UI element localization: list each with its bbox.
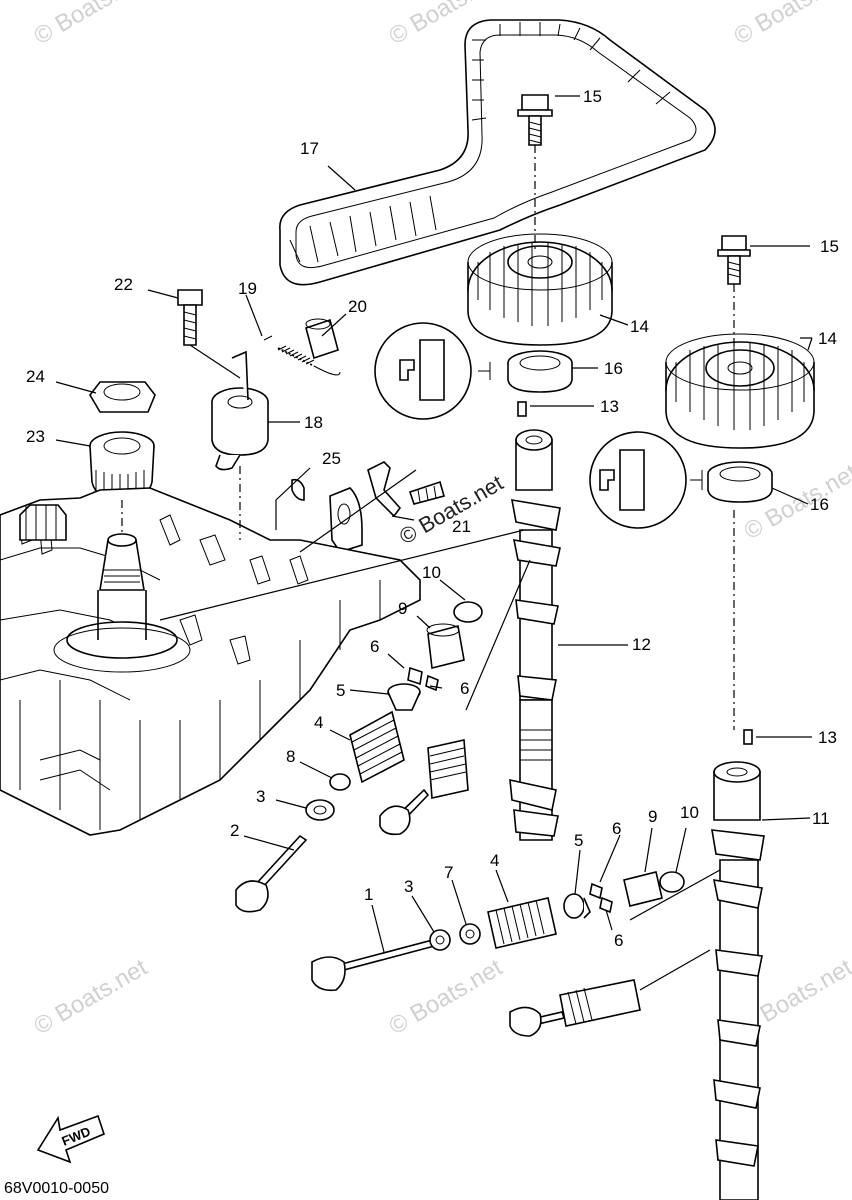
tappet-left xyxy=(426,601,483,669)
callout-9: 9 xyxy=(648,807,657,826)
callout-13: 13 xyxy=(818,728,837,747)
callout-10: 10 xyxy=(422,563,441,582)
callout-8: 8 xyxy=(286,747,295,766)
tensioner-spring xyxy=(263,335,341,376)
valve-retainer-lower xyxy=(563,893,591,919)
callout-18: 18 xyxy=(304,413,323,432)
callout-16: 16 xyxy=(810,495,829,514)
valve-cotters-lower xyxy=(589,882,613,914)
callout-4: 4 xyxy=(314,713,323,732)
cam-sprocket-left xyxy=(467,233,613,346)
callout-7: 7 xyxy=(444,863,453,882)
callout-1: 1 xyxy=(364,885,373,904)
forward-arrow-icon: FWD xyxy=(36,1114,105,1164)
callout-14: 14 xyxy=(630,317,649,336)
crankshaft-end xyxy=(53,533,191,673)
callout-6: 6 xyxy=(460,679,469,698)
watermark: © Boats.net xyxy=(30,0,153,50)
exhaust-valve xyxy=(235,834,308,913)
belt-tensioner xyxy=(211,350,269,471)
stopper-bracket xyxy=(367,461,445,518)
callout-12: 12 xyxy=(632,635,651,654)
valve-assembly-left xyxy=(379,739,469,836)
callout-9: 9 xyxy=(398,599,407,618)
callout-24: 24 xyxy=(26,367,45,386)
callout-6: 6 xyxy=(614,931,623,950)
callout-2: 2 xyxy=(230,821,239,840)
cam-sprocket-right xyxy=(665,333,815,449)
oil-seal-left xyxy=(374,322,573,420)
callout-10: 10 xyxy=(680,803,699,822)
valve-seat-lower xyxy=(429,929,451,951)
callout-6: 6 xyxy=(370,637,379,656)
camshaft-upper xyxy=(509,429,561,841)
small-gear xyxy=(19,504,67,541)
callout-3: 3 xyxy=(256,787,265,806)
tensioner-collar xyxy=(305,318,339,360)
callout-17: 17 xyxy=(300,139,319,158)
callout-6: 6 xyxy=(612,819,621,838)
callout-25: 25 xyxy=(322,449,341,468)
callout-3: 3 xyxy=(404,877,413,896)
bolt-upper-left xyxy=(517,94,553,146)
callout-19: 19 xyxy=(238,279,257,298)
callout-labels: 15 15 17 14 14 16 16 13 13 12 11 22 19 2… xyxy=(26,87,839,950)
intake-valve xyxy=(311,937,444,992)
oil-seal-right xyxy=(589,431,773,529)
callout-22: 22 xyxy=(114,275,133,294)
flywheel-nut xyxy=(89,381,156,413)
callout-15: 15 xyxy=(820,237,839,256)
valve-retainer-left xyxy=(387,666,439,711)
timing-belt xyxy=(279,19,716,286)
leader-lines xyxy=(55,95,813,991)
callout-20: 20 xyxy=(348,297,367,316)
bolt-upper-right xyxy=(717,235,751,285)
watermark: © Boats.net xyxy=(385,954,508,1040)
drive-pulley xyxy=(89,431,155,501)
valve-spring-lower xyxy=(487,897,557,949)
callout-4: 4 xyxy=(490,851,499,870)
callout-15: 15 xyxy=(583,87,602,106)
callout-13: 13 xyxy=(600,397,619,416)
camshaft-lower xyxy=(711,761,765,1200)
watermark: © Boats.net xyxy=(730,0,852,50)
tappet-lower xyxy=(623,871,685,907)
callout-5: 5 xyxy=(336,681,345,700)
callout-11: 11 xyxy=(812,809,830,828)
valve-assembly-lower xyxy=(509,979,641,1037)
callout-16: 16 xyxy=(604,359,623,378)
valve-stem-seal-left xyxy=(329,773,351,791)
drawing-code: 68V0010-0050 xyxy=(4,1180,109,1197)
valve-seat-left xyxy=(305,799,335,821)
callout-5: 5 xyxy=(574,831,583,850)
dowel-pin-left xyxy=(517,401,527,417)
dowel-pin-right xyxy=(743,729,753,745)
callout-21: 21 xyxy=(452,517,471,536)
watermark: © Boats.net xyxy=(30,954,153,1040)
valve-spring-left xyxy=(349,710,405,784)
valve-stem-seal-lower xyxy=(459,923,481,945)
center-watermark: © Boats.net xyxy=(395,470,507,549)
tensioner-bolt xyxy=(177,289,203,346)
callout-14: 14 xyxy=(818,329,837,348)
callout-23: 23 xyxy=(26,427,45,446)
